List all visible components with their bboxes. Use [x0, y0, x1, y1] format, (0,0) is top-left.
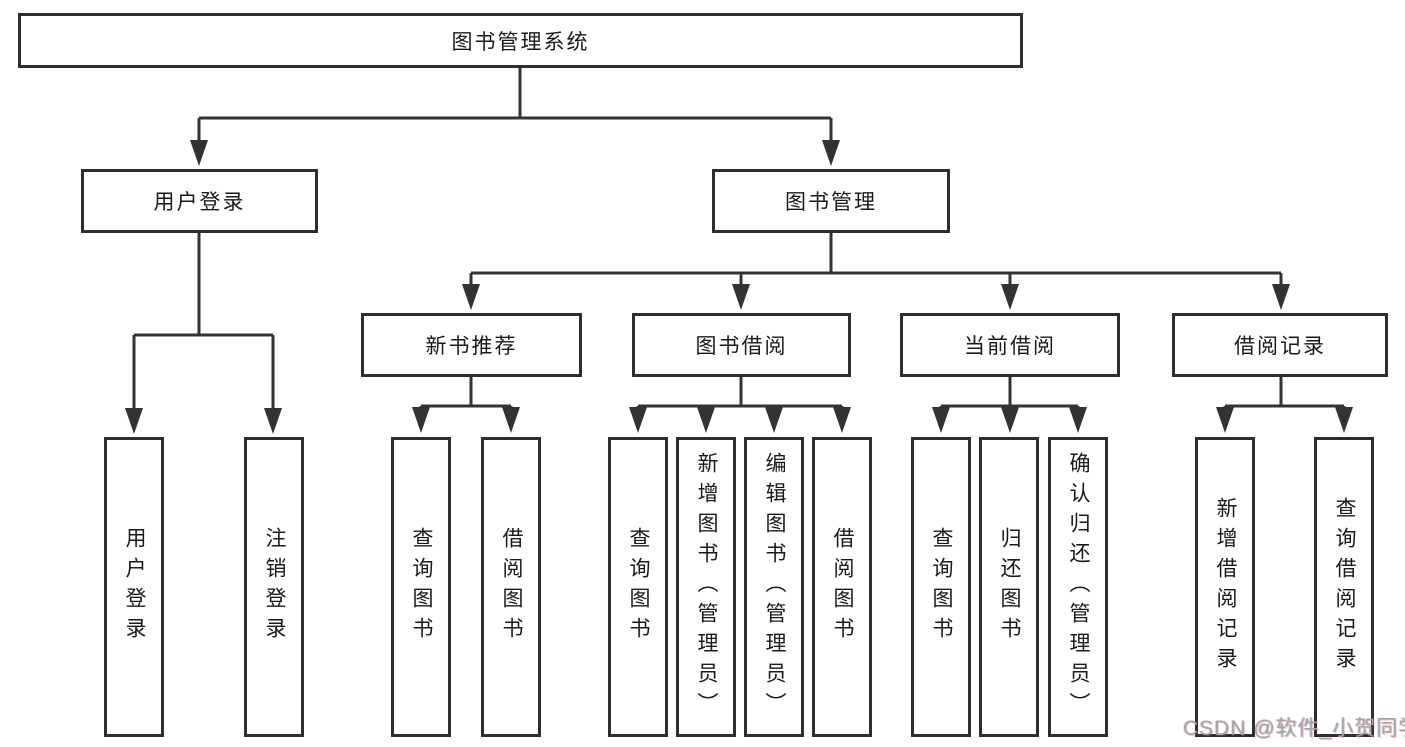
edge-new-book-recommend-to-leaves — [419, 377, 513, 409]
node-borrow-records: 借阅记录 — [1172, 313, 1388, 377]
edge-book-borrow-to-leaves — [636, 377, 844, 409]
leaf-add-borrow-record: 新增借阅记录 — [1195, 437, 1255, 737]
node-user-login: 用户登录 — [81, 169, 318, 233]
leaf-borrow-books: 借阅图书 — [812, 437, 872, 737]
arrowhead-icon — [1001, 407, 1019, 433]
arrowhead-icon — [629, 407, 647, 433]
arrowhead-icon — [1001, 284, 1019, 310]
arrowhead-icon — [1272, 284, 1290, 310]
node-current-borrow: 当前借阅 — [900, 313, 1120, 377]
arrowhead-icon — [932, 407, 950, 433]
arrowhead-icon — [732, 284, 750, 310]
arrowhead-icon — [412, 407, 430, 433]
arrowhead-icon — [833, 407, 851, 433]
arrowhead-icon — [190, 140, 208, 166]
leaf-recommend-borrow-books: 借阅图书 — [481, 437, 541, 737]
arrowhead-icon — [264, 408, 282, 434]
csdn-watermark: CSDN @软件_小贺同学 — [1183, 717, 1405, 740]
leaf-current-query-books: 查询图书 — [911, 437, 971, 737]
leaf-return-books: 归还图书 — [979, 437, 1039, 737]
leaf-borrow-query-books: 查询图书 — [608, 437, 668, 737]
edge-book-management-to-level3 — [469, 233, 1283, 286]
leaf-add-books-admin: 新增图书（管理员） — [676, 437, 736, 737]
edge-current-borrow-to-leaves — [939, 377, 1080, 409]
leaf-logout: 注销登录 — [244, 437, 304, 737]
node-book-borrow: 图书借阅 — [632, 313, 851, 377]
arrowhead-icon — [822, 140, 840, 166]
node-new-book-recommend: 新书推荐 — [361, 313, 582, 377]
arrowhead-icon — [697, 407, 715, 433]
arrowhead-icon — [125, 408, 143, 434]
arrowhead-icon — [1069, 407, 1087, 433]
leaf-confirm-return-admin: 确认归还（管理员） — [1048, 437, 1108, 737]
edge-borrow-records-to-leaves — [1223, 377, 1346, 409]
leaf-user-login: 用户登录 — [104, 437, 164, 737]
arrowhead-icon — [1216, 407, 1234, 433]
leaf-query-borrow-record: 查询借阅记录 — [1314, 437, 1374, 737]
arrowhead-icon — [502, 407, 520, 433]
leaf-edit-books-admin: 编辑图书（管理员） — [744, 437, 804, 737]
arrowhead-icon — [765, 407, 783, 433]
arrowhead-icon — [462, 284, 480, 310]
node-book-management: 图书管理 — [712, 169, 950, 233]
leaf-recommend-query-books: 查询图书 — [391, 437, 451, 737]
edge-user-login-to-leaves — [132, 233, 275, 410]
arrowhead-icon — [1335, 407, 1353, 433]
edge-root-to-level2 — [197, 68, 833, 142]
node-root-system: 图书管理系统 — [18, 13, 1023, 68]
